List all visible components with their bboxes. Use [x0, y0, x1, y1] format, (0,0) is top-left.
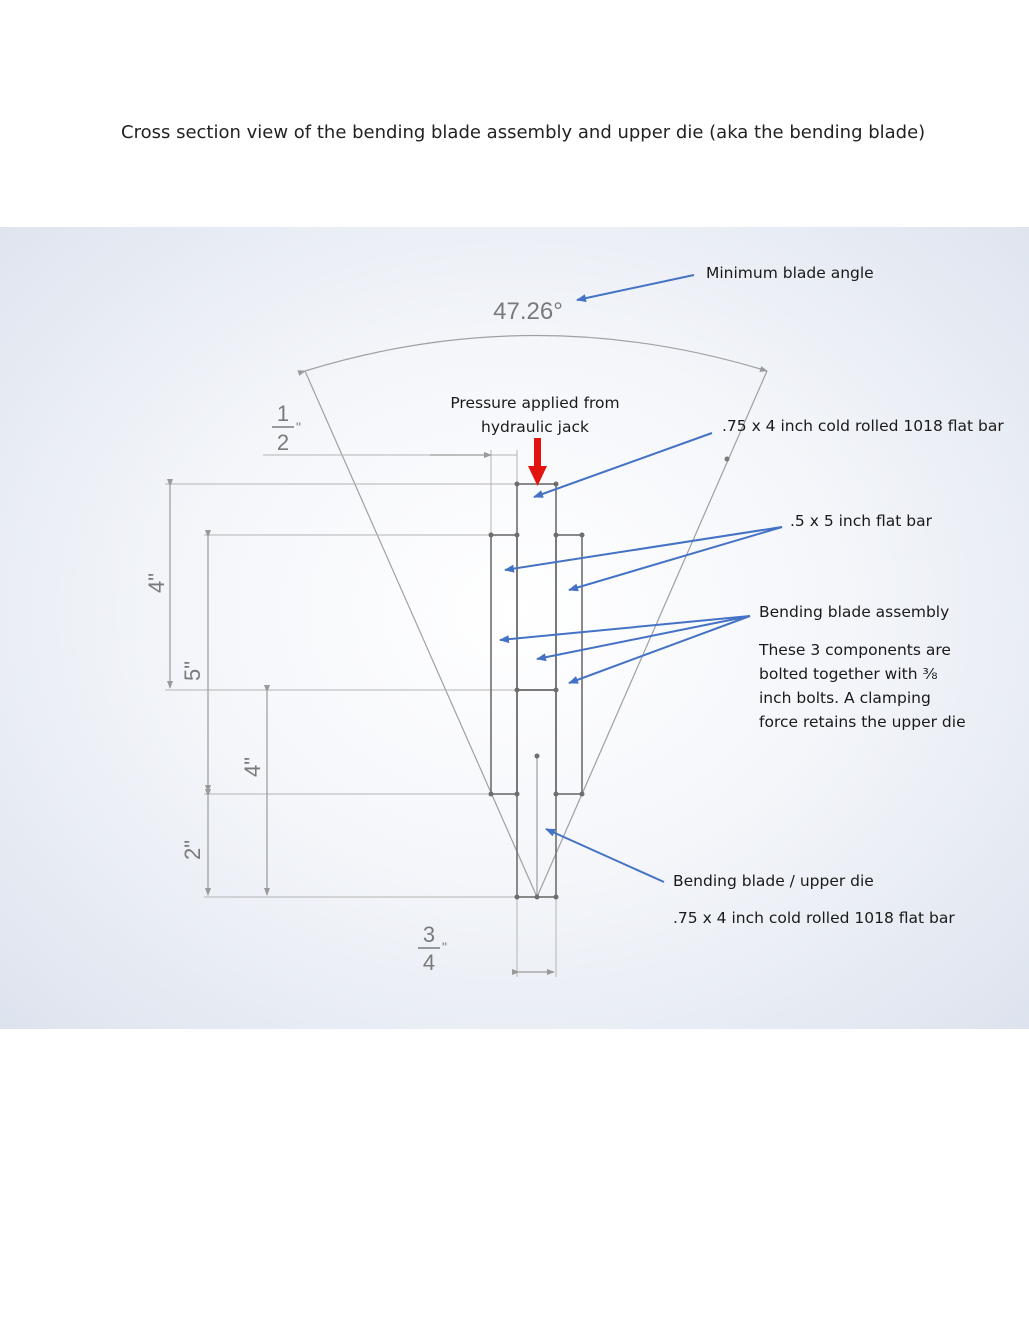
angle-point	[724, 456, 730, 462]
min-angle-label: Minimum blade angle	[706, 264, 874, 282]
side-bars-label: .5 x 5 inch flat bar	[790, 512, 932, 530]
svg-text:": "	[442, 939, 447, 955]
angle-arc	[297, 334, 768, 376]
top-bar-label: .75 x 4 inch cold rolled 1018 flat bar	[722, 417, 1004, 435]
dimension-lines	[167, 452, 555, 975]
svg-text:1: 1	[277, 401, 289, 426]
arrow-upper-die	[545, 828, 665, 883]
assembly-note: These 3 components are bolted together w…	[759, 641, 966, 732]
svg-text:": "	[296, 419, 301, 435]
svg-text:2: 2	[277, 430, 289, 455]
upper-die-label: Bending blade / upper die	[673, 872, 874, 890]
arrow-assembly-right	[568, 615, 751, 684]
arrow-assembly-center	[536, 615, 751, 662]
arrow-left-side-bar	[504, 526, 783, 573]
page-title: Cross section view of the bending blade …	[121, 122, 926, 143]
three-quarter-inch-label: 3 4 "	[418, 922, 447, 975]
two-inch-label: 2"	[180, 840, 205, 860]
top-flat-bar	[516, 483, 557, 691]
right-side-bar	[555, 534, 583, 795]
half-inch-label: 1 2 "	[272, 401, 301, 455]
angle-left-line	[304, 370, 538, 898]
pressure-arrow	[528, 438, 547, 486]
annotation-arrows	[499, 274, 783, 883]
arrow-top-bar	[533, 432, 713, 498]
four-inch-lower-label: 4"	[240, 757, 265, 777]
extension-lines	[165, 450, 557, 977]
svg-text:3: 3	[423, 922, 435, 947]
svg-text:4: 4	[423, 950, 435, 975]
pressure-label: Pressure applied from hydraulic jack	[440, 391, 630, 439]
four-inch-upper-label: 4"	[144, 573, 169, 593]
five-inch-label: 5"	[180, 661, 205, 681]
angle-label: 47.26°	[493, 298, 563, 325]
assembly-label: Bending blade assembly	[759, 603, 950, 621]
arrow-right-side-bar	[568, 526, 783, 592]
left-side-bar	[490, 534, 518, 795]
arrow-assembly-left	[499, 615, 751, 644]
arrow-min-angle	[576, 274, 695, 303]
pressure-label-line1: Pressure applied from	[450, 394, 620, 412]
upper-die-bar-label: .75 x 4 inch cold rolled 1018 flat bar	[673, 909, 955, 927]
vertex-points	[488, 481, 585, 900]
pressure-label-line2: hydraulic jack	[481, 418, 589, 437]
